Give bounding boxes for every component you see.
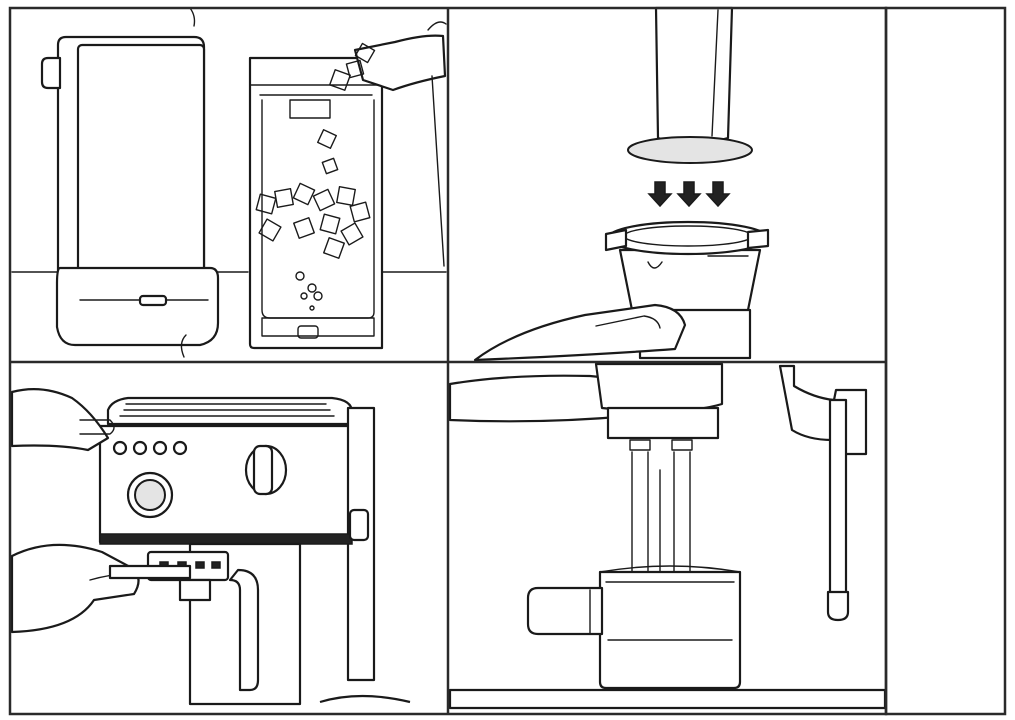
steam-wand-icon: [778, 364, 868, 622]
steam-knob-icon: [244, 444, 288, 496]
down-arrows-icon: [647, 181, 731, 208]
hand-icon: [10, 387, 192, 634]
water-tank-icon: [248, 21, 447, 350]
glass-cup-icon: [526, 565, 742, 690]
panel-attach-filter-basket: [473, 6, 770, 362]
pressure-gauge-icon: [126, 471, 174, 519]
panel-insert-portafilter: [10, 387, 411, 706]
coffee-machine-side-icon: [40, 35, 220, 358]
panel-fill-water-tank: [11, 7, 447, 358]
control-buttons: [112, 440, 188, 456]
espresso-machine-icon: [98, 396, 411, 706]
panel-brew-into-cup: [448, 362, 887, 710]
tamper-icon: [627, 6, 753, 164]
filter-basket-icon: [473, 220, 770, 362]
panel-grid: [8, 6, 1007, 716]
